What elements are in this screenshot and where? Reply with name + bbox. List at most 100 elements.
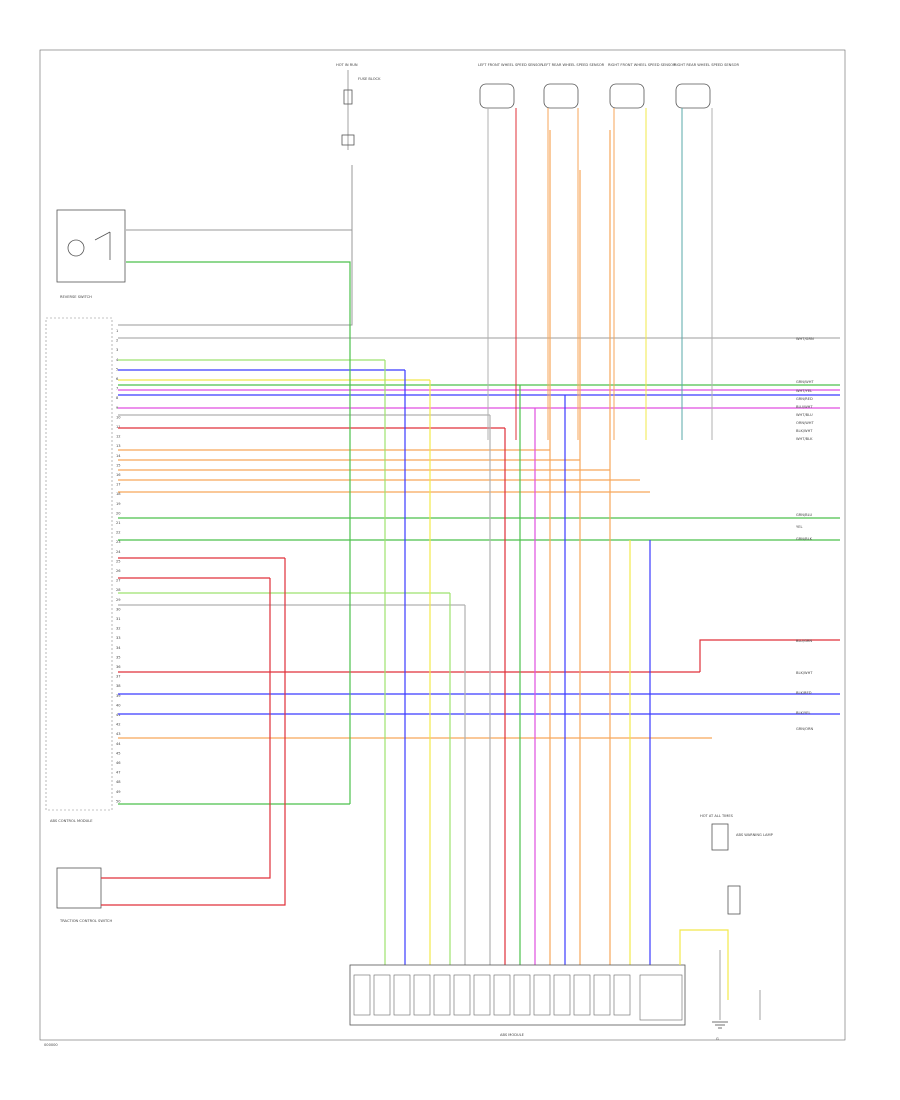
pin-number: 16: [116, 473, 121, 477]
hot-in-run-label: HOT IN RUN: [336, 63, 358, 67]
sensor-rr-label: RIGHT REAR WHEEL SPEED SENSOR: [674, 63, 739, 67]
wheel-sensor-rr: RIGHT REAR WHEEL SPEED SENSOR: [674, 63, 739, 109]
motor-icon: [609, 83, 645, 109]
reverse-switch-label: REVERSE SWITCH: [60, 295, 92, 299]
connector-cell: [573, 974, 591, 1016]
pin-number: 19: [116, 502, 121, 506]
pin-number: 20: [116, 511, 121, 515]
pin-number: 29: [116, 598, 121, 602]
right-wire-label: GRN/WHT: [796, 380, 814, 384]
pin-number: 18: [116, 492, 121, 496]
connector-cell: [593, 974, 611, 1016]
right-wire-label: GRN/RED: [796, 397, 813, 401]
pin-number: 28: [116, 588, 121, 592]
pin-number: 2: [116, 339, 118, 343]
pin-number: 34: [116, 646, 121, 650]
right-wire-label: WHT/BLU: [796, 413, 813, 417]
pin-number: 13: [116, 444, 121, 448]
ground-label: G: [716, 1037, 719, 1041]
pin-number: 33: [116, 636, 121, 640]
footer-code: 000000: [44, 1043, 58, 1047]
right-wire-label: GRN/BLK: [796, 537, 813, 541]
pin-number: 1: [116, 329, 118, 333]
diagram-frame: [39, 49, 846, 1041]
right-wire-label: WHT/YEL: [796, 389, 812, 393]
right-wire-label: GRN/BLU: [796, 513, 812, 517]
connector-cell: [493, 974, 511, 1016]
pin-number: 46: [116, 761, 121, 765]
connector-cell: [413, 974, 431, 1016]
right-wire-label: BLK/WHT: [796, 429, 813, 433]
right-wire-label: ORN/WHT: [796, 421, 814, 425]
connector-icon: [727, 885, 741, 915]
pin-number: 37: [116, 675, 121, 679]
pin-number: 22: [116, 531, 121, 535]
pin-number: 8: [116, 396, 119, 400]
right-wire-label: BLK/WHT: [796, 671, 813, 675]
pin-number: 27: [116, 579, 121, 583]
right-wire-label: GRN/ORN: [796, 727, 814, 731]
right-wire-label: BLU/WHT: [796, 405, 813, 409]
right-wire-label: WHT/GRN: [796, 337, 814, 341]
pin-number: 41: [116, 713, 121, 717]
traction-control-switch-box: [56, 867, 102, 909]
pin-number: 39: [116, 694, 121, 698]
connector-cell: [513, 974, 531, 1016]
reverse-switch-box: [56, 209, 126, 283]
connector-cell: [453, 974, 471, 1016]
connector-cell: [433, 974, 451, 1016]
connector-cell: [613, 974, 631, 1016]
wires: [101, 108, 840, 965]
pin-number: 49: [116, 790, 121, 794]
sensor-rf-label: RIGHT FRONT WHEEL SPEED SENSOR: [608, 63, 676, 67]
connector-cell: [353, 974, 371, 1016]
abs-control-module-box: [45, 317, 113, 811]
wire: [101, 578, 271, 879]
connector-cell: [533, 974, 551, 1016]
pin-number: 17: [116, 483, 121, 487]
ground-wire-yellow: [679, 929, 729, 1000]
wire: [101, 558, 286, 906]
abs-module-connector: [349, 964, 686, 1026]
fuse-icon: [343, 89, 353, 105]
sensor-lr-label: LEFT REAR WHEEL SPEED SENSOR: [542, 63, 605, 67]
pin-number: 42: [116, 723, 121, 727]
pin-number: 45: [116, 751, 121, 755]
abs-module-label: ABS MODULE: [500, 1033, 525, 1037]
pin-number: 5: [116, 367, 118, 371]
connector-cell: [639, 974, 683, 1021]
pin-number: 50: [116, 799, 121, 803]
pin-number: 4: [116, 358, 119, 362]
pin-number: 7: [116, 387, 118, 391]
right-wire-label: WHT/BLK: [796, 437, 813, 441]
abs-control-module-label: ABS CONTROL MODULE: [50, 819, 93, 823]
pin-number: 15: [116, 463, 121, 467]
connector-icon-top: [341, 134, 355, 146]
module-pins: 1234567891011121314151617181920212223242…: [116, 329, 121, 803]
pin-number: 11: [116, 425, 121, 429]
pin-number: 3: [116, 348, 118, 352]
sensor-lf-label: LEFT FRONT WHEEL SPEED SENSOR: [478, 63, 543, 67]
switch-contact: [94, 231, 111, 260]
connector-cell: [393, 974, 411, 1016]
pin-number: 35: [116, 655, 121, 659]
warning-lamp-icon: [711, 823, 729, 851]
wire: [699, 639, 840, 672]
wire: [126, 261, 351, 804]
pin-number: 14: [116, 454, 121, 458]
right-wire-label: BLK/RED: [796, 691, 812, 695]
right-wire-label: BLU/GRN: [796, 639, 812, 643]
motor-icon: [675, 83, 711, 109]
pin-number: 36: [116, 665, 121, 669]
pin-number: 6: [116, 377, 119, 381]
pin-number: 30: [116, 607, 121, 611]
fuse-block-label: FUSE BLOCK: [358, 77, 381, 81]
pin-number: 38: [116, 684, 121, 688]
pin-number: 23: [116, 540, 121, 544]
pin-number: 26: [116, 569, 121, 573]
motor-icon: [479, 83, 515, 109]
wheel-sensor-lr: LEFT REAR WHEEL SPEED SENSOR: [542, 63, 605, 109]
pin-number: 47: [116, 771, 121, 775]
